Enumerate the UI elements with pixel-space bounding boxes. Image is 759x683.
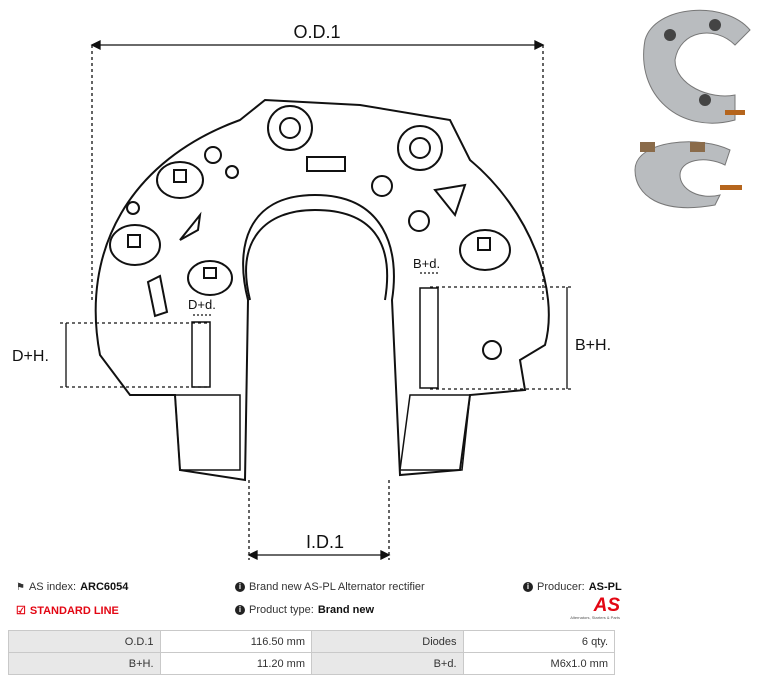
standard-line-badge: ☑ STANDARD LINE [16,604,119,618]
spec-value: 11.20 mm [159,652,312,675]
producer-label: Producer: [537,581,585,593]
rectifier-body [94,98,550,482]
as-pl-logo: AS Alternators, Starters & Parts [560,595,620,620]
product-type: i Product type: Brand new [235,604,374,616]
checkbox-icon: ☑ [16,605,26,617]
spec-label: B+d. [311,652,464,675]
info-icon: i [235,605,245,615]
specs-table: O.D.1 116.50 mm Diodes 6 qty. B+H. 11.20… [8,630,615,675]
producer: i Producer: AS-PL [523,581,622,593]
producer-value: AS-PL [588,581,622,593]
bh-label: B+H. [575,337,611,354]
table-row: O.D.1 116.50 mm Diodes 6 qty. [8,630,615,653]
spec-label: O.D.1 [8,630,161,653]
dh-label: D+H. [12,348,49,365]
od-label: O.D.1 [293,22,340,42]
rectifier-diagram: O.D.1 I.D.1 D+H. B+H. D+d. B+d. [12,22,611,561]
as-index: ⚑ AS index: ARC6054 [16,581,128,593]
spec-value: 6 qty. [462,630,615,653]
tags-icon: ⚑ [16,581,25,593]
spec-value: 116.50 mm [159,630,312,653]
logo-tagline: Alternators, Starters & Parts [570,615,620,620]
dd-label: D+d. [188,297,216,312]
spec-label: Diodes [311,630,464,653]
product-photo-top[interactable] [625,0,755,130]
product-type-value: Brand new [317,604,375,616]
description: i Brand new AS-PL Alternator rectifier [235,581,425,593]
info-icon: i [523,582,533,592]
bd-label: B+d. [413,256,440,271]
product-photo-bottom[interactable] [620,130,750,210]
info-icon: i [235,582,245,592]
line-label: STANDARD LINE [29,604,119,617]
table-row: B+H. 11.20 mm B+d. M6x1.0 mm [8,652,615,675]
spec-value: M6x1.0 mm [462,652,615,675]
spec-label: B+H. [8,652,161,675]
id-label: I.D.1 [306,532,344,552]
description-text: Brand new AS-PL Alternator rectifier [249,581,425,593]
as-index-value: ARC6054 [80,581,129,593]
product-type-label: Product type: [249,604,314,616]
as-index-label: AS index: [28,581,77,593]
logo-mark: AS [593,595,620,616]
